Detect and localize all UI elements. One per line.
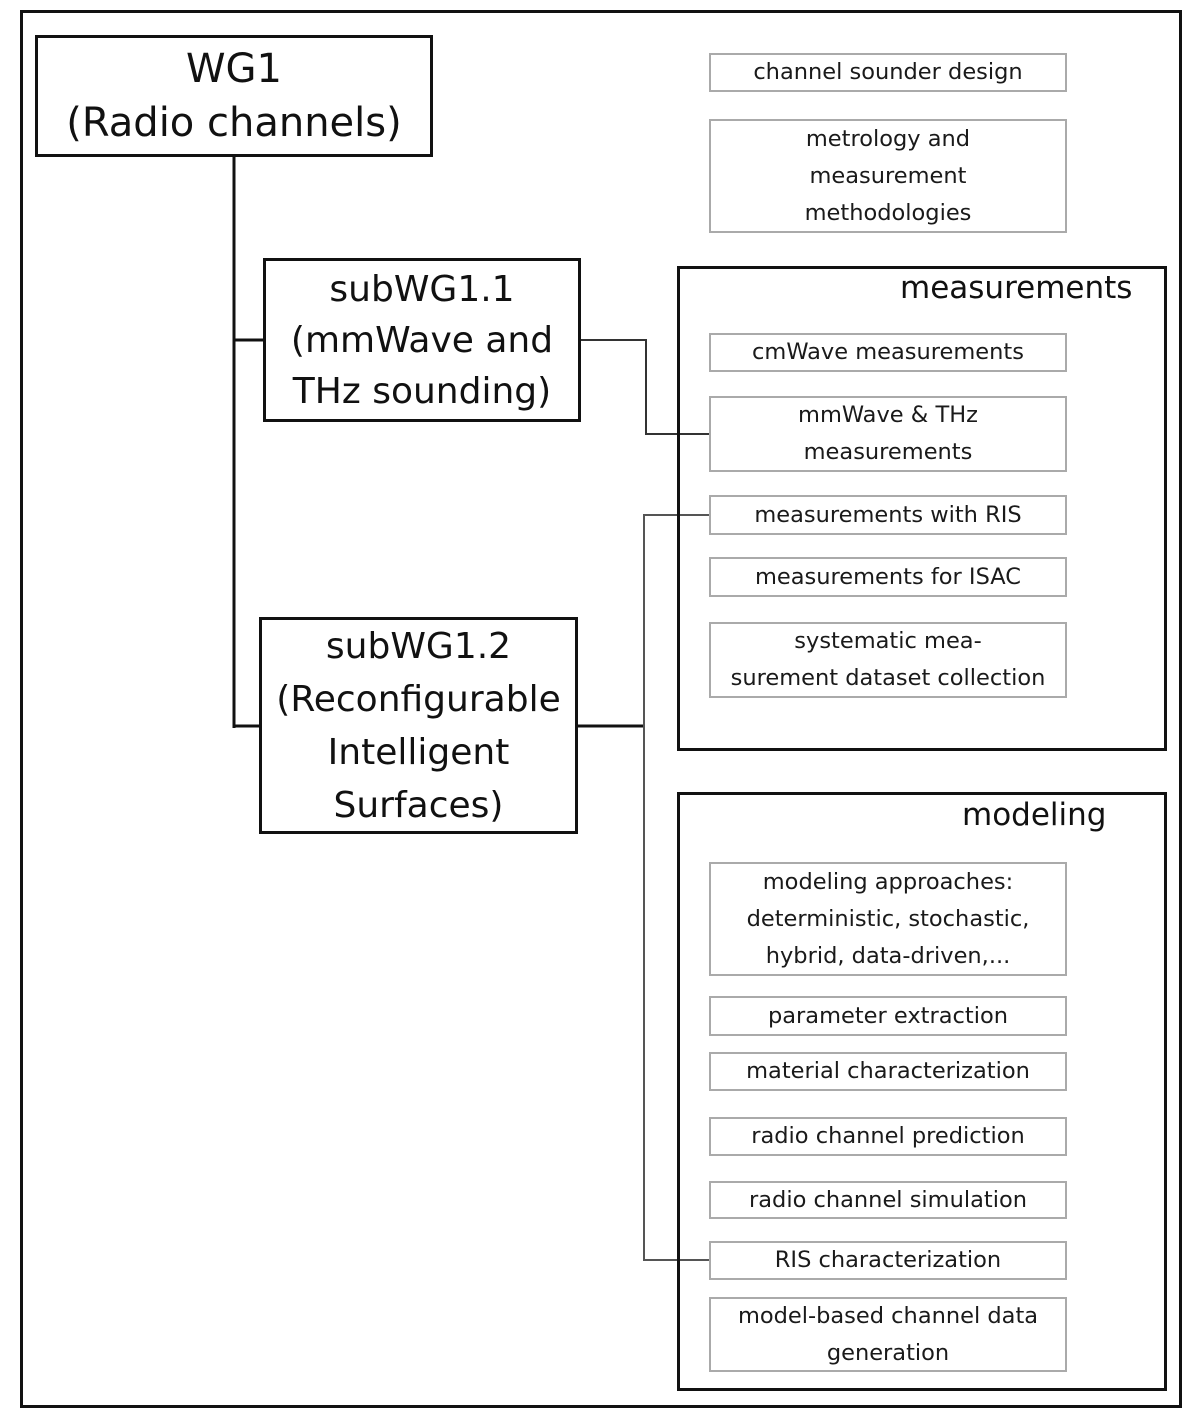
subwg12-box: subWG1.2 (Reconfigurable Intelligent Sur… bbox=[259, 617, 578, 834]
subwg11-line-3: THz sounding) bbox=[292, 370, 552, 412]
topic-line: methodologies bbox=[804, 199, 972, 226]
topic-mmwave-thz-measurements: mmWave & THz measurements bbox=[709, 396, 1067, 472]
topic-line: metrology and bbox=[805, 125, 971, 152]
subwg12-line-4: Surfaces) bbox=[333, 784, 504, 826]
topic-metrology: metrology and measurement methodologies bbox=[709, 119, 1067, 233]
topic-line: material characterization bbox=[746, 1058, 1030, 1084]
topic-measurements-with-ris: measurements with RIS bbox=[709, 495, 1067, 535]
subwg12-title: subWG1.2 bbox=[325, 625, 512, 667]
topic-cmwave-measurements: cmWave measurements bbox=[709, 333, 1067, 372]
wg1-subtitle: (Radio channels) bbox=[66, 100, 402, 146]
topic-line: cmWave measurements bbox=[752, 339, 1024, 365]
measurements-group bbox=[677, 266, 1167, 751]
topic-line: measurements with RIS bbox=[754, 501, 1022, 528]
topic-line: measurements for ISAC bbox=[755, 563, 1021, 590]
topic-line: systematic mea- bbox=[794, 628, 982, 654]
topic-line: surement dataset collection bbox=[730, 665, 1046, 691]
topic-measurements-for-isac: measurements for ISAC bbox=[709, 557, 1067, 597]
topic-line: radio channel prediction bbox=[751, 1123, 1025, 1149]
topic-line: radio channel simulation bbox=[749, 1186, 1027, 1213]
topic-line: mmWave & THz bbox=[798, 402, 978, 428]
subwg11-line-2: (mmWave and bbox=[290, 319, 554, 361]
topic-ris-characterization: RIS characterization bbox=[709, 1241, 1067, 1280]
topic-material-characterization: material characterization bbox=[709, 1052, 1067, 1091]
subwg12-ris-bracket-line bbox=[643, 514, 709, 1261]
topic-radio-channel-prediction: radio channel prediction bbox=[709, 1117, 1067, 1156]
topic-channel-sounder-design: channel sounder design bbox=[709, 53, 1067, 92]
topic-line: RIS characterization bbox=[774, 1247, 1002, 1273]
topic-radio-channel-simulation: radio channel simulation bbox=[709, 1181, 1067, 1219]
topic-parameter-extraction: parameter extraction bbox=[709, 996, 1067, 1036]
wg1-box: WG1 (Radio channels) bbox=[35, 35, 433, 157]
topic-modeling-approaches: modeling approaches: deterministic, stoc… bbox=[709, 862, 1067, 976]
topic-line: model-based channel data bbox=[737, 1302, 1039, 1329]
subwg11-title: subWG1.1 bbox=[329, 268, 515, 310]
topic-line: parameter extraction bbox=[767, 1002, 1009, 1029]
topic-line: measurements bbox=[803, 439, 973, 465]
subwg12-line-3: Intelligent bbox=[327, 731, 510, 773]
topic-systematic-dataset-collection: systematic mea- surement dataset collect… bbox=[709, 622, 1067, 698]
topic-line: measurement bbox=[809, 162, 967, 189]
topic-line: generation bbox=[826, 1339, 950, 1366]
topic-line: hybrid, data-driven,... bbox=[765, 942, 1011, 969]
measurements-group-title: measurements bbox=[900, 270, 1133, 306]
outer-frame bbox=[20, 10, 1182, 1408]
topic-line: deterministic, stochastic, bbox=[746, 905, 1030, 932]
modeling-group bbox=[677, 792, 1167, 1391]
topic-line: modeling approaches: bbox=[762, 868, 1014, 895]
modeling-group-title: modeling bbox=[962, 797, 1107, 833]
wg1-title: WG1 bbox=[186, 46, 282, 92]
topic-model-based-data-generation: model-based channel data generation bbox=[709, 1297, 1067, 1372]
topic-line: channel sounder design bbox=[753, 59, 1023, 85]
subwg11-box: subWG1.1 (mmWave and THz sounding) bbox=[263, 258, 581, 422]
subwg12-line-2: (Reconfigurable bbox=[276, 678, 561, 720]
